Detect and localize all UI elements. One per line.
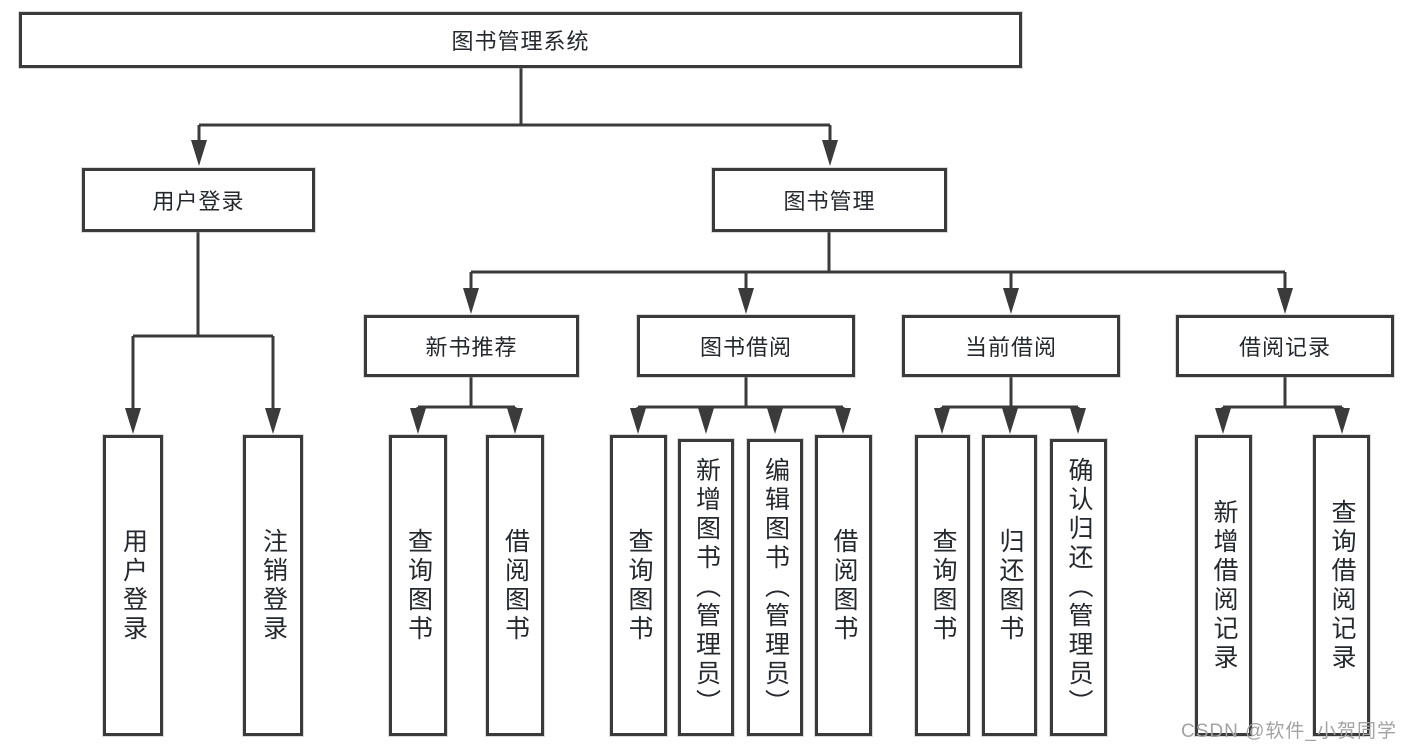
- arrow-leaf-br-add: [1215, 408, 1231, 434]
- node-leaf-logout-label: 注销登录: [259, 527, 288, 644]
- arrow-leaf-login: [125, 408, 141, 434]
- node-leaf-logout: 注销登录: [243, 435, 303, 736]
- node-leaf-br-query-record-label: 查询借阅记录: [1328, 498, 1356, 673]
- arrow-leaf-bb-add: [698, 408, 714, 434]
- arrow-leaf-rec-query: [410, 408, 426, 434]
- node-current-borrow: 当前借阅: [902, 315, 1120, 377]
- edge-borrow-to-leaves: [636, 377, 845, 418]
- node-new-book-recommend: 新书推荐: [364, 315, 579, 377]
- arrow-leaf-bb-borrow: [835, 408, 851, 434]
- arrow-leaf-br-query: [1334, 408, 1350, 434]
- node-leaf-br-add-record: 新增借阅记录: [1195, 435, 1252, 736]
- node-book-borrow: 图书借阅: [637, 315, 855, 377]
- arrow-user-login: [191, 140, 207, 166]
- arrow-current-borrow: [1003, 288, 1019, 314]
- node-user-login-label: 用户登录: [152, 189, 245, 214]
- edge-current-to-leaves: [940, 377, 1080, 418]
- node-leaf-bb-add-books: 新增图书（管理员）: [678, 439, 734, 736]
- node-borrow-records-label: 借阅记录: [1238, 335, 1331, 360]
- node-leaf-cb-query-books-label: 查询图书: [929, 527, 957, 644]
- node-current-borrow-label: 当前借阅: [964, 335, 1057, 360]
- node-library-system: 图书管理系统: [19, 12, 1022, 68]
- node-user-login: 用户登录: [82, 168, 315, 232]
- arrow-leaf-rec-borrow: [507, 408, 523, 434]
- node-leaf-cb-return-books-label: 归还图书: [996, 527, 1024, 644]
- arrow-leaf-logout: [265, 408, 281, 434]
- arrow-records: [1277, 288, 1293, 314]
- edge-recommend-to-leaves: [416, 377, 517, 418]
- edge-records-to-leaves: [1221, 377, 1344, 418]
- edge-mgmt-to-sections: [469, 232, 1287, 298]
- node-leaf-cb-return-books: 归还图书: [982, 435, 1037, 736]
- node-leaf-br-query-record: 查询借阅记录: [1313, 435, 1370, 736]
- node-leaf-bb-add-books-label: 新增图书（管理员）: [692, 457, 721, 718]
- node-leaf-recommend-borrow-books-label: 借阅图书: [501, 527, 530, 644]
- watermark: CSDN @软件_小贺同学: [1181, 721, 1397, 742]
- node-leaf-bb-query-books: 查询图书: [610, 435, 667, 736]
- node-leaf-recommend-query-books: 查询图书: [389, 435, 447, 736]
- arrow-leaf-bb-edit: [767, 408, 783, 434]
- node-leaf-bb-edit-books: 编辑图书（管理员）: [747, 439, 803, 736]
- node-leaf-recommend-query-books-label: 查询图书: [404, 527, 433, 644]
- node-book-management: 图书管理: [712, 168, 947, 232]
- arrow-recommend: [463, 288, 479, 314]
- node-new-book-recommend-label: 新书推荐: [425, 335, 518, 360]
- arrow-book-borrow: [738, 288, 754, 314]
- node-leaf-cb-confirm-return-label: 确认归还（管理员）: [1065, 457, 1093, 718]
- node-leaf-user-login: 用户登录: [103, 435, 163, 736]
- node-leaf-bb-edit-books-label: 编辑图书（管理员）: [761, 457, 790, 718]
- node-leaf-recommend-borrow-books: 借阅图书: [486, 435, 544, 736]
- edge-root-to-level2: [197, 68, 832, 150]
- arrow-leaf-bb-query: [630, 408, 646, 434]
- node-book-borrow-label: 图书借阅: [699, 335, 792, 360]
- arrow-leaf-cb-return: [1002, 408, 1018, 434]
- node-leaf-bb-borrow-books-label: 借阅图书: [830, 527, 858, 644]
- arrow-book-mgmt: [822, 140, 838, 166]
- edge-login-to-leaves: [131, 232, 275, 418]
- node-library-system-label: 图书管理系统: [451, 29, 590, 54]
- node-leaf-bb-borrow-books: 借阅图书: [815, 435, 872, 736]
- arrow-leaf-cb-query: [934, 408, 950, 434]
- node-book-management-label: 图书管理: [783, 189, 876, 214]
- node-leaf-user-login-label: 用户登录: [119, 527, 148, 644]
- node-leaf-br-add-record-label: 新增借阅记录: [1210, 498, 1238, 673]
- arrow-leaf-cb-confirm: [1070, 408, 1086, 434]
- node-leaf-cb-query-books: 查询图书: [915, 435, 970, 736]
- node-borrow-records: 借阅记录: [1176, 315, 1394, 377]
- node-leaf-cb-confirm-return: 确认归还（管理员）: [1050, 439, 1107, 736]
- node-leaf-bb-query-books-label: 查询图书: [625, 527, 653, 644]
